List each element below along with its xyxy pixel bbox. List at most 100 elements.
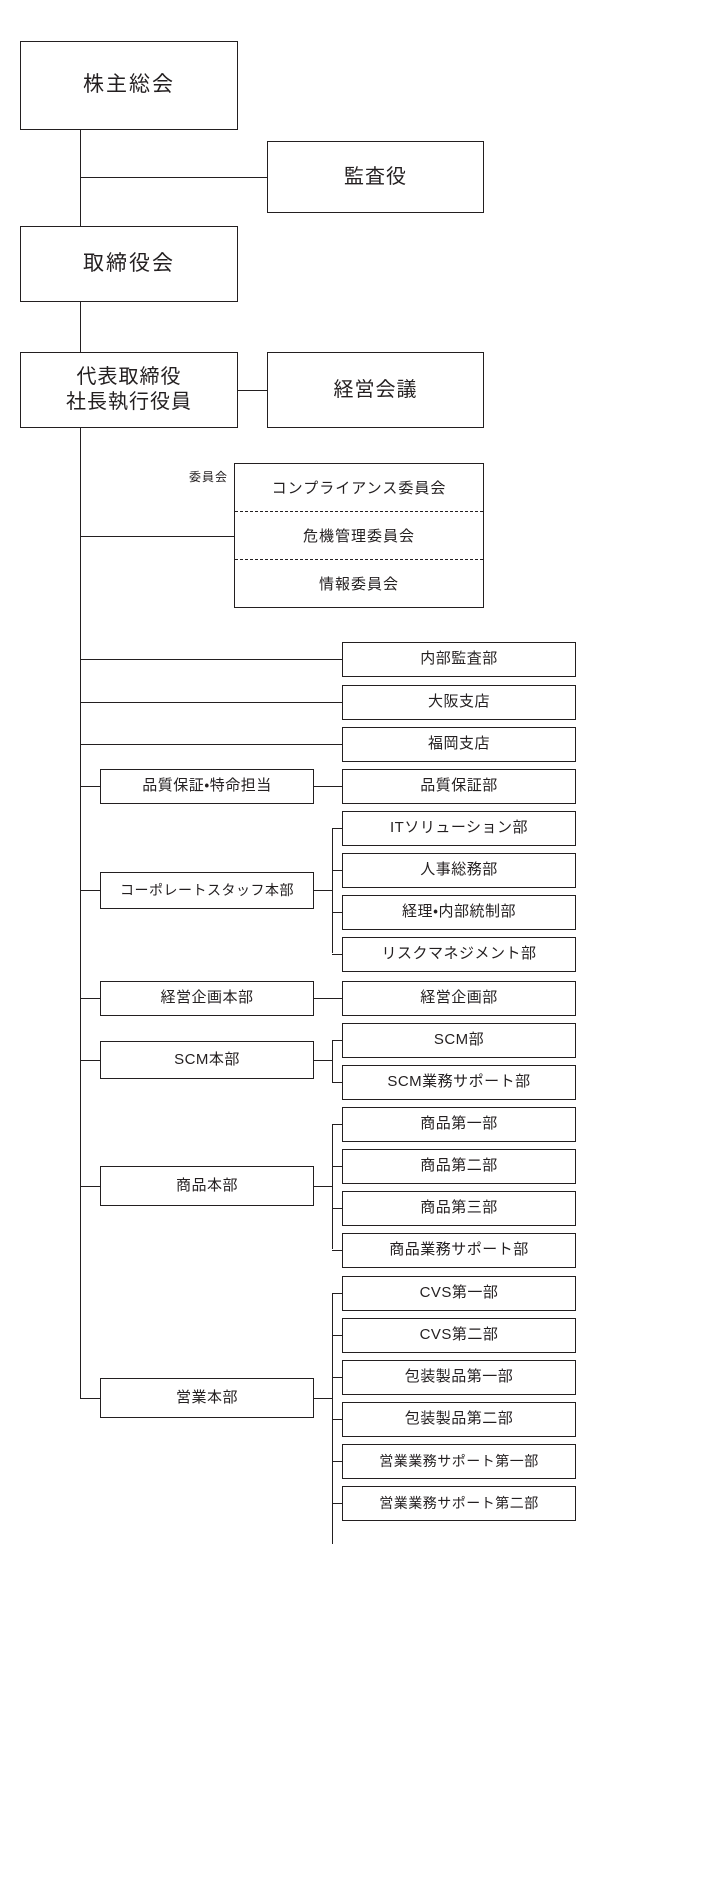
node-department: 商品第三部	[342, 1191, 576, 1226]
node-department: 大阪支店	[342, 685, 576, 720]
connector-line	[238, 390, 267, 391]
node-department: SCM業務サポート部	[342, 1065, 576, 1100]
connector-line	[332, 1250, 342, 1251]
node-label: 品質保証部	[420, 777, 498, 795]
node-label: 監査役	[344, 165, 407, 188]
node-department: 内部監査部	[342, 642, 576, 677]
node-department: CVS第一部	[342, 1276, 576, 1311]
connector-line	[332, 1208, 342, 1209]
node-division: 商品本部	[100, 1166, 314, 1206]
node-label: CVS第二部	[419, 1326, 499, 1344]
connector-line	[332, 954, 342, 955]
node-department: 福岡支店	[342, 727, 576, 762]
node-department: 営業業務サポート第一部	[342, 1444, 576, 1479]
node-label: 経営会議	[333, 378, 418, 401]
connector-line	[332, 1124, 333, 1249]
connector-line	[332, 1293, 333, 1544]
node-department: 品質保証部	[342, 769, 576, 804]
connector-line	[332, 870, 342, 871]
node-president: 代表取締役 社長執行役員	[20, 352, 238, 428]
connector-line	[332, 828, 342, 829]
main-trunk-line	[80, 428, 81, 1398]
connector-line	[80, 702, 342, 703]
node-department: 包装製品第一部	[342, 1360, 576, 1395]
connector-line	[80, 1398, 100, 1399]
node-division: SCM本部	[100, 1041, 314, 1079]
connector-line	[80, 302, 81, 352]
connector-line	[332, 1377, 342, 1378]
connector-line	[80, 1060, 100, 1061]
node-division: 品質保証・特命担当	[100, 769, 314, 804]
node-label: 株主総会	[83, 73, 175, 97]
node-board-of-directors: 取締役会	[20, 226, 238, 302]
connector-line	[80, 177, 267, 178]
node-department: リスクマネジメント部	[342, 937, 576, 972]
node-shareholders-meeting: 株主総会	[20, 41, 238, 130]
connector-line	[80, 786, 100, 787]
connector-line	[332, 828, 333, 953]
node-label: 取締役会	[83, 251, 175, 275]
connector-line	[314, 1398, 332, 1399]
node-department: 経理・内部統制部	[342, 895, 576, 930]
connector-line	[80, 659, 342, 660]
node-department: ITソリューション部	[342, 811, 576, 846]
node-label: 経理・内部統制部	[401, 903, 517, 921]
committee-item: 危機管理委員会	[235, 511, 483, 559]
node-label: 大阪支店	[427, 693, 490, 711]
connector-line	[80, 130, 81, 226]
connector-line	[332, 1040, 333, 1082]
node-label: SCM業務サポート部	[387, 1073, 531, 1091]
node-management-meeting: 経営会議	[267, 352, 484, 428]
node-label: 包装製品第一部	[404, 1368, 514, 1386]
connector-line	[314, 998, 342, 999]
connector-line	[332, 912, 342, 913]
connector-line	[314, 1060, 332, 1061]
connector-line	[80, 536, 234, 537]
node-label: 包装製品第二部	[404, 1410, 514, 1428]
node-division: 営業本部	[100, 1378, 314, 1418]
connector-line	[332, 1503, 342, 1504]
connector-line	[80, 744, 342, 745]
node-department: 商品第一部	[342, 1107, 576, 1142]
node-label: 営業業務サポート第二部	[379, 1494, 539, 1511]
node-label: 経営企画本部	[160, 989, 254, 1007]
connector-line	[332, 1124, 342, 1125]
node-label: 内部監査部	[420, 650, 498, 668]
node-label: CVS第一部	[419, 1284, 499, 1302]
node-label: 経営企画部	[420, 989, 498, 1007]
connector-line	[332, 1335, 342, 1336]
connector-line	[332, 1082, 342, 1083]
node-label: 商品第二部	[420, 1157, 498, 1175]
node-label: 営業本部	[175, 1388, 238, 1406]
connector-line	[332, 1166, 342, 1167]
node-department: 商品業務サポート部	[342, 1233, 576, 1268]
node-label: 営業業務サポート第一部	[379, 1452, 539, 1469]
connector-line	[332, 1419, 342, 1420]
node-department: CVS第二部	[342, 1318, 576, 1353]
committee-item: コンプライアンス委員会	[271, 480, 447, 497]
node-label: 商品第一部	[420, 1115, 498, 1133]
node-label: 商品本部	[175, 1176, 238, 1194]
node-department: SCM部	[342, 1023, 576, 1058]
node-department: 営業業務サポート第二部	[342, 1486, 576, 1521]
node-label: SCM部	[433, 1031, 485, 1049]
connector-line	[80, 890, 100, 891]
node-label: ITソリューション部	[389, 819, 529, 837]
node-department: 包装製品第二部	[342, 1402, 576, 1437]
node-label: リスクマネジメント部	[381, 945, 537, 963]
connector-line	[332, 1461, 342, 1462]
node-division: コーポレートスタッフ本部	[100, 872, 314, 909]
connector-line	[80, 1186, 100, 1187]
node-auditors: 監査役	[267, 141, 484, 213]
node-label: 商品第三部	[420, 1199, 498, 1217]
node-label-line2: 社長執行役員	[66, 391, 192, 413]
connector-line	[314, 1186, 332, 1187]
node-division: 経営企画本部	[100, 981, 314, 1016]
node-label: 福岡支店	[427, 735, 490, 753]
connector-line	[314, 890, 332, 891]
node-label: 人事総務部	[420, 861, 498, 879]
node-department: 経営企画部	[342, 981, 576, 1016]
connector-line	[332, 1040, 342, 1041]
committee-group-label: 委員会	[188, 470, 228, 484]
